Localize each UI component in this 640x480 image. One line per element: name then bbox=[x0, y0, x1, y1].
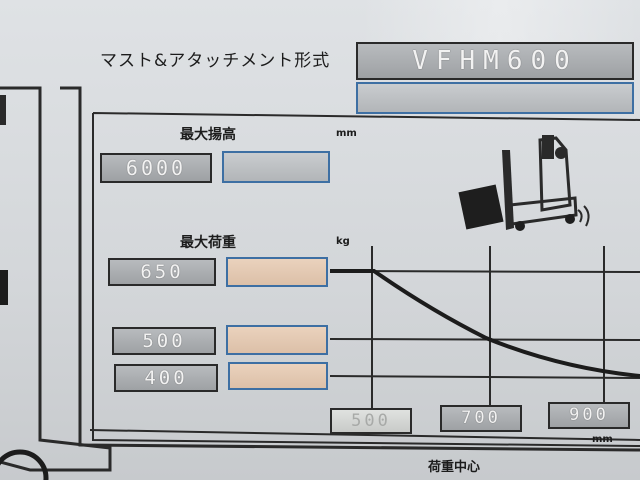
max-lift-blank-box bbox=[222, 151, 330, 183]
load-value-box-3: 400 bbox=[114, 364, 218, 392]
max-lift-value-box: 6000 bbox=[100, 153, 212, 183]
side-bar bbox=[0, 95, 6, 125]
center-unit: mm bbox=[592, 434, 613, 445]
center-value-3: 900 bbox=[569, 405, 609, 425]
center-value-box-1: 500 bbox=[330, 408, 412, 434]
fork-mount-block bbox=[0, 270, 8, 305]
reach-forklift-icon bbox=[458, 135, 590, 231]
panel-frame bbox=[92, 112, 640, 447]
wheel-shape bbox=[0, 449, 49, 480]
max-lift-label: 最大揚高 bbox=[180, 127, 236, 143]
chart-hline-650 bbox=[329, 270, 640, 273]
load-center-label: 荷重中心 bbox=[428, 460, 481, 475]
load-blank-box-3 bbox=[228, 362, 328, 390]
fork-tine-bottom bbox=[89, 429, 640, 441]
load-value-1: 650 bbox=[140, 261, 184, 283]
max-lift-unit: mm bbox=[336, 128, 357, 139]
load-curve bbox=[330, 269, 640, 378]
center-value-box-3: 900 bbox=[548, 402, 630, 429]
mast-attachment-type-label: マスト&アタッチメント形式 bbox=[100, 51, 331, 71]
chart-hline-400 bbox=[329, 375, 640, 379]
load-value-box-2: 500 bbox=[112, 327, 216, 355]
load-blank-box-2 bbox=[226, 325, 328, 355]
load-value-box-1: 650 bbox=[108, 258, 216, 286]
max-load-unit: kg bbox=[336, 236, 350, 247]
load-value-3: 400 bbox=[144, 367, 188, 389]
max-lift-value: 6000 bbox=[125, 156, 187, 180]
load-value-2: 500 bbox=[142, 330, 186, 352]
model-value: VFHM600 bbox=[412, 46, 578, 76]
center-value-2: 700 bbox=[461, 408, 501, 428]
center-value-box-2: 700 bbox=[440, 405, 522, 432]
fork-outline-inner bbox=[60, 86, 640, 452]
max-load-label: 最大荷重 bbox=[180, 235, 236, 251]
model-value-box: VFHM600 bbox=[356, 42, 634, 80]
center-value-1: 500 bbox=[351, 411, 391, 431]
fork-outline-outer bbox=[0, 86, 112, 472]
load-blank-box-1 bbox=[226, 257, 328, 287]
model-sub-box bbox=[356, 82, 634, 114]
